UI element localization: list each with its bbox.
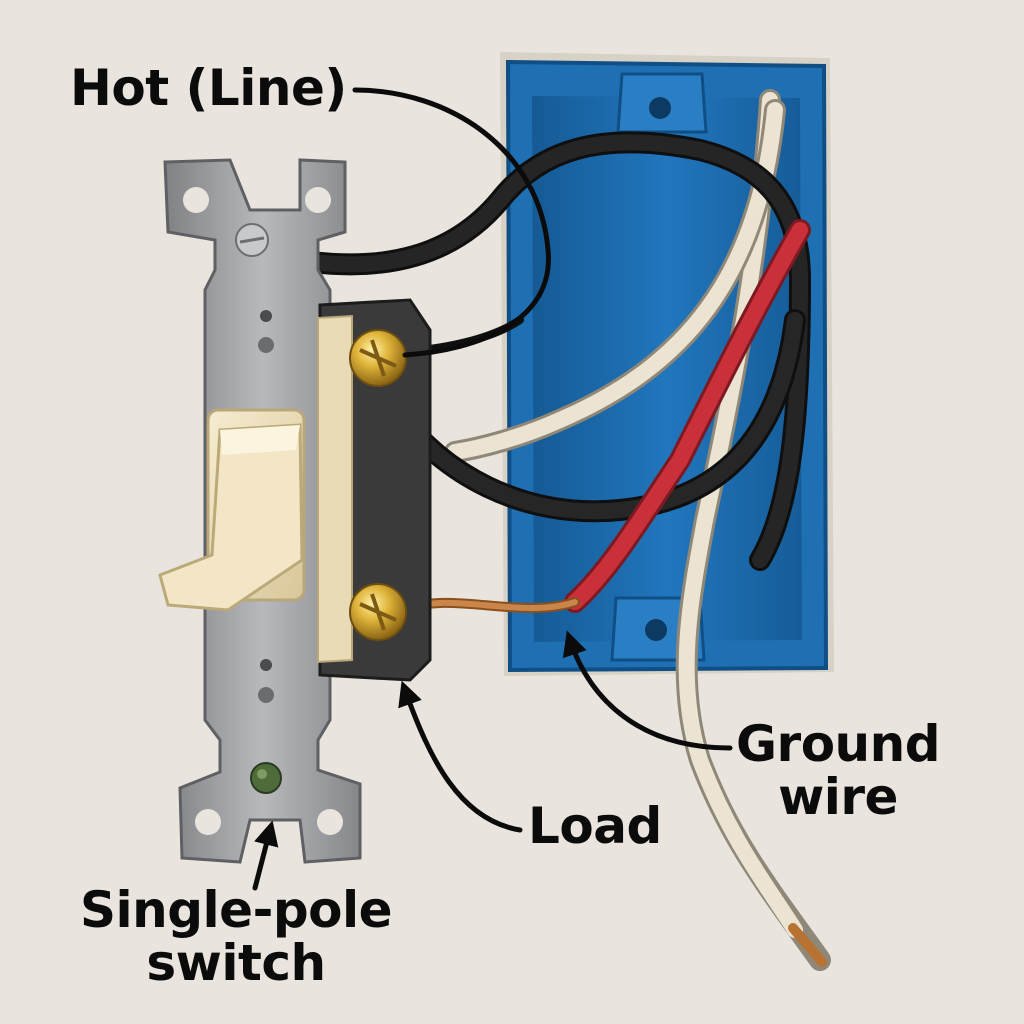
box-screw-hole-bottom (645, 619, 667, 641)
toggle-lever (158, 423, 304, 612)
hot-arrow (352, 87, 551, 358)
copper-tail (788, 923, 827, 967)
switch-arrow (252, 820, 279, 891)
strap-hole (317, 809, 343, 835)
box-screw-hole-top (649, 97, 671, 119)
lower-terminal-screw (349, 583, 407, 641)
ground-wire-label-line1: Ground (736, 715, 941, 773)
load-label: Load (528, 797, 662, 855)
callout-arrows (252, 87, 733, 891)
ground-wire-label-line2: wire (778, 767, 898, 826)
ground-arrow (562, 630, 733, 751)
green-ground-screw (250, 762, 282, 794)
hot-line-label: Hot (Line) (70, 59, 347, 117)
wires (301, 89, 831, 971)
strap-hole (183, 187, 209, 213)
strap-hole (195, 809, 221, 835)
strap-hole (305, 187, 331, 213)
switch-label-line1: Single-pole (80, 881, 393, 939)
upper-terminal-screw (349, 329, 407, 387)
ground-wire-label: Ground wire (736, 715, 941, 826)
single-pole-switch (158, 158, 432, 864)
switch-label-line2: switch (146, 933, 326, 992)
load-arrow (398, 680, 523, 833)
single-pole-switch-label: Single-pole switch (80, 881, 393, 992)
